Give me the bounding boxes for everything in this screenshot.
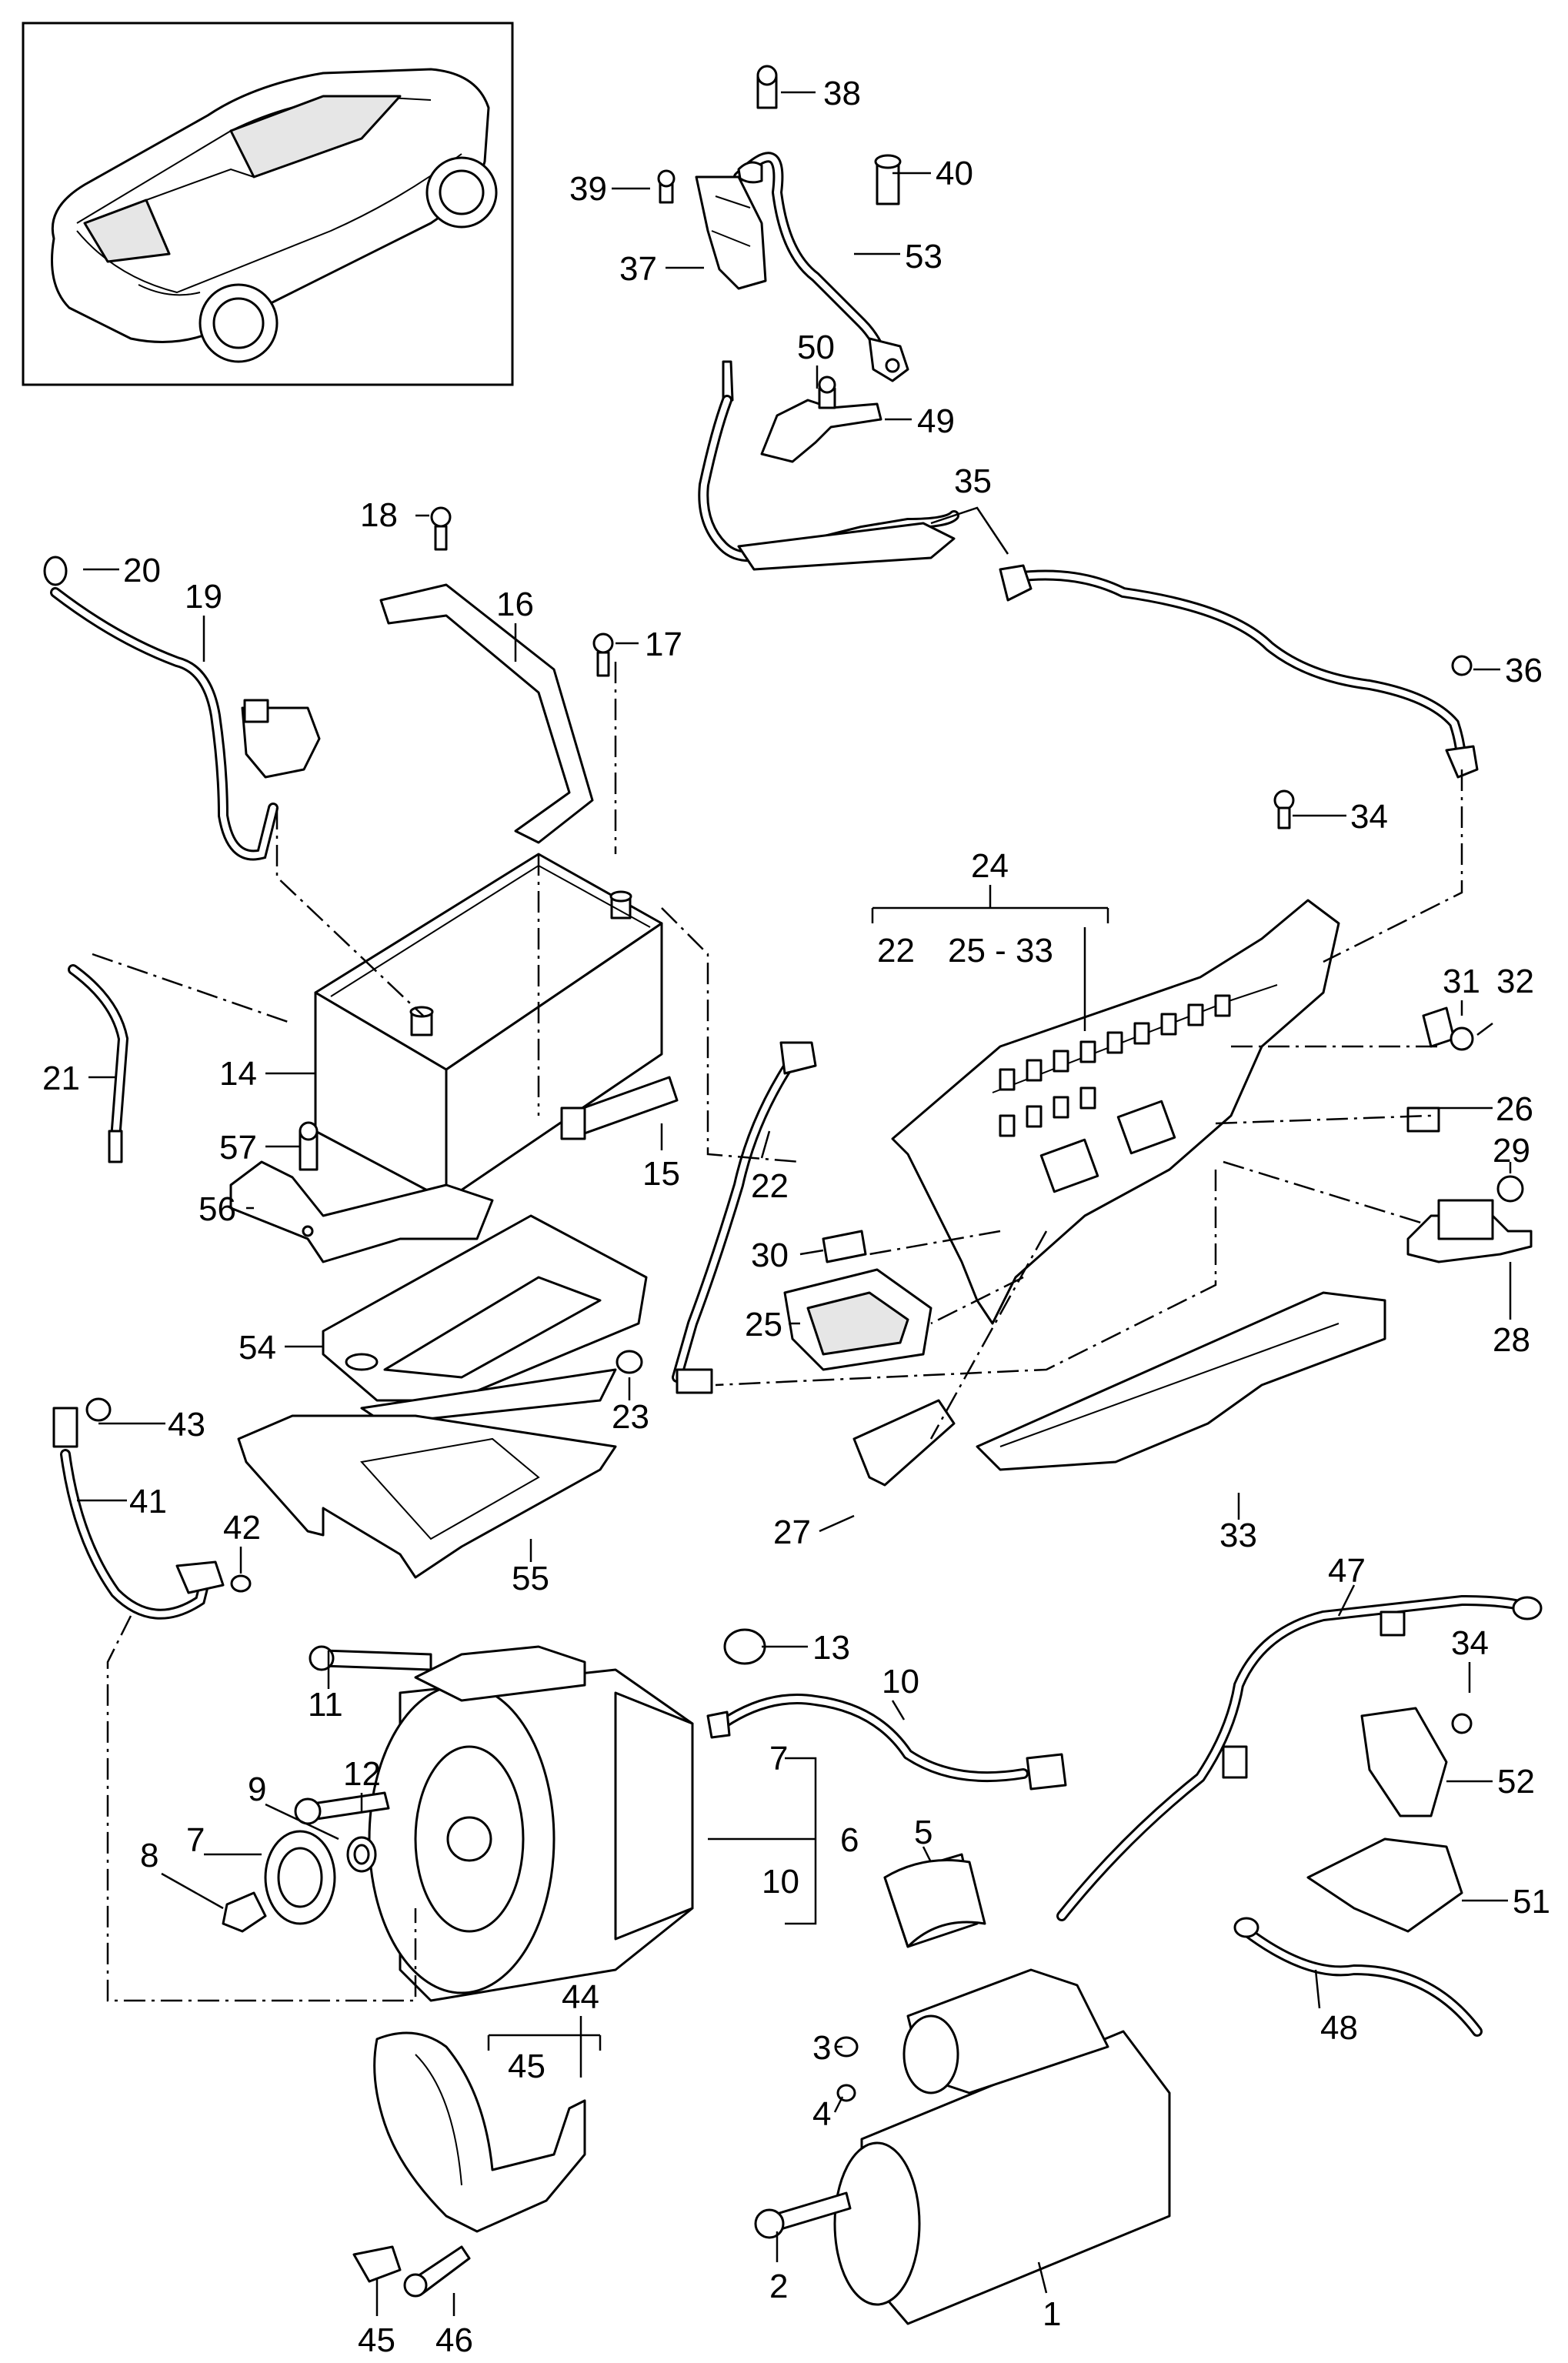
callout-2: 2	[769, 2268, 788, 2305]
callout-25: 25	[745, 1306, 782, 1343]
callout-3: 3	[812, 2029, 831, 2067]
callout-10-bracket: 10	[762, 1863, 799, 1901]
callout-56: 56	[199, 1190, 236, 1228]
callout-17: 17	[645, 626, 682, 663]
battery-cable-upper	[657, 65, 1479, 779]
callout-43: 43	[168, 1406, 205, 1443]
battery	[314, 853, 663, 1202]
dashed-connector-lines	[92, 662, 1463, 2002]
vehicle-thumbnail	[22, 22, 514, 386]
callout-19: 19	[185, 578, 222, 616]
callout-44: 44	[562, 1978, 599, 2016]
callout-35: 35	[954, 462, 992, 500]
callout-53: 53	[905, 238, 942, 275]
callout-31: 31	[1443, 963, 1480, 1000]
callout-45-bracket: 45	[508, 2048, 545, 2085]
callout-8: 8	[140, 1837, 158, 1874]
callout-30: 30	[751, 1237, 789, 1274]
callout-13: 13	[812, 1629, 850, 1667]
callout-55: 55	[512, 1560, 549, 1597]
callout-36: 36	[1505, 652, 1543, 689]
callout-38: 38	[823, 75, 861, 112]
callout-54: 54	[239, 1329, 276, 1367]
callout-48: 48	[1320, 2009, 1358, 2047]
callout-57: 57	[219, 1129, 257, 1166]
callout-16: 16	[496, 586, 534, 623]
callout-41: 41	[129, 1483, 167, 1520]
callout-39: 39	[569, 170, 607, 208]
callout-12: 12	[343, 1755, 381, 1793]
alternator	[222, 1628, 1067, 2002]
callout-49: 49	[917, 402, 955, 440]
callout-7-pulley: 7	[186, 1821, 205, 1859]
callout-11: 11	[308, 1686, 343, 1724]
starter-cover	[883, 1859, 986, 1948]
heat-shield	[352, 2031, 586, 2298]
callout-25-33: 25 - 33	[948, 932, 1053, 970]
callout-47: 47	[1328, 1552, 1366, 1590]
callout-42: 42	[223, 1509, 261, 1547]
callout-29: 29	[1493, 1132, 1530, 1170]
callout-22-cable: 22	[751, 1167, 789, 1205]
callout-33: 33	[1219, 1517, 1257, 1554]
callout-26: 26	[1496, 1090, 1533, 1128]
starter	[754, 1853, 1171, 2325]
callout-10-cable: 10	[882, 1663, 919, 1700]
callout-7-bracket: 7	[769, 1740, 788, 1777]
callout-37: 37	[619, 250, 657, 288]
callout-1: 1	[1043, 2295, 1061, 2333]
callout-14: 14	[219, 1055, 257, 1093]
callout-52: 52	[1497, 1763, 1535, 1801]
callout-4: 4	[812, 2095, 831, 2133]
callout-40: 40	[936, 155, 973, 192]
callout-28: 28	[1493, 1321, 1530, 1359]
callout-labels: 38 40 39 53 37 50 49 35 18 20 19 16 17 3…	[42, 75, 1550, 2359]
callout-20: 20	[123, 552, 161, 589]
positive-cable-group	[1056, 1594, 1543, 2037]
callout-6: 6	[840, 1821, 859, 1859]
callout-46: 46	[435, 2321, 473, 2359]
fuse-box	[783, 789, 1533, 1487]
callout-27: 27	[773, 1514, 811, 1551]
callout-18: 18	[360, 496, 398, 534]
callout-15: 15	[642, 1155, 680, 1193]
sensor-cables	[52, 964, 817, 1620]
callout-22-fusebox: 22	[877, 932, 915, 970]
callout-45-bottom: 45	[358, 2321, 395, 2359]
callout-32: 32	[1496, 963, 1534, 1000]
leader-lines	[77, 91, 1512, 2316]
callout-24: 24	[971, 847, 1009, 885]
callout-50: 50	[797, 329, 835, 366]
callout-21: 21	[42, 1060, 80, 1097]
callout-51: 51	[1513, 1883, 1550, 1921]
ground-cable-and-bracket	[43, 506, 614, 861]
callout-23: 23	[612, 1398, 649, 1436]
callout-5: 5	[914, 1814, 932, 1851]
callout-9: 9	[248, 1771, 266, 1808]
callout-34-top: 34	[1350, 798, 1388, 836]
battery-tray	[229, 1076, 679, 1579]
callout-34-bottom: 34	[1451, 1624, 1489, 1662]
